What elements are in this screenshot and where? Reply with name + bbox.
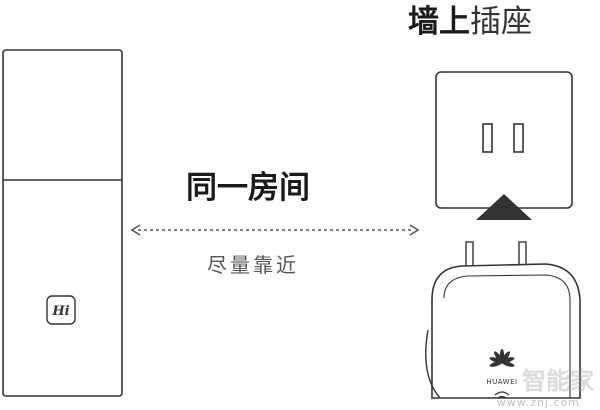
plug-brand-text: HUAWEI [486, 378, 517, 386]
wifi-indicator-icon [494, 391, 510, 399]
router-button-text: Hi [51, 304, 69, 319]
watermark-url: www.znj.com [496, 396, 580, 409]
same-room-label: 同一房间 [186, 170, 310, 206]
heading-part-outlet: 插座 [470, 4, 532, 40]
watermark-text: 智能家 [522, 367, 594, 395]
wall-socket [435, 71, 573, 209]
router-device: Hi [2, 49, 123, 397]
huawei-logo [489, 349, 515, 367]
router-hi-button: Hi [46, 295, 76, 325]
powerline-plug-device: HUAWEI [425, 263, 581, 399]
plug-in-direction-icon [476, 194, 532, 220]
heading-part-wall: 墙上 [408, 4, 470, 40]
wall-outlet-heading: 墙上插座 [408, 2, 532, 42]
move-closer-label: 尽量靠近 [207, 253, 299, 277]
distance-arrow [130, 224, 420, 236]
